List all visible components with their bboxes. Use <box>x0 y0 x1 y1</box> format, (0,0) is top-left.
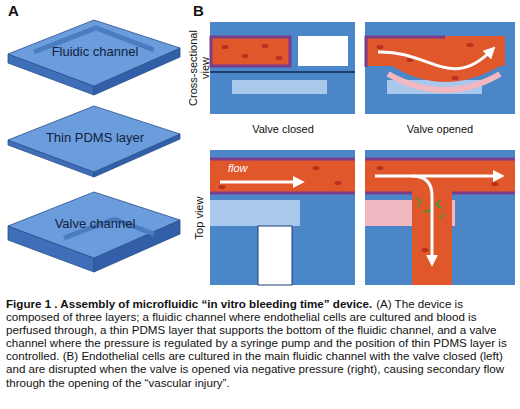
blood-cell <box>407 58 414 62</box>
endothelial-lining <box>365 192 412 195</box>
blood-cell <box>452 76 459 80</box>
fluidic-channel-section <box>211 37 290 66</box>
cell-debris <box>436 200 442 208</box>
flow-arrow <box>375 175 500 178</box>
figure-caption: (A) The device is composed of three laye… <box>6 297 507 389</box>
annotation: Valve opened <box>385 123 495 135</box>
annotation: Valve closed <box>228 123 338 135</box>
layer-slab: Valve channel <box>4 188 186 288</box>
panel-letter: A <box>8 3 19 20</box>
figure-title: Figure 1 . Assembly of microfluidic “in … <box>6 297 372 310</box>
blood-cell <box>219 185 226 189</box>
blood-cell <box>467 43 474 47</box>
endothelial-lining <box>366 37 445 67</box>
secondary-flow-arrow <box>412 176 432 262</box>
blood-cells <box>377 166 499 252</box>
blood-cell <box>335 181 342 185</box>
blood-cell <box>242 54 249 58</box>
layer-name: Fluidic channel <box>4 44 186 59</box>
flow-arrow <box>220 181 300 184</box>
blood-cell <box>377 166 384 170</box>
panel-letter: B <box>193 3 204 20</box>
pdms-block <box>210 22 355 114</box>
thin-membrane <box>210 71 355 73</box>
layer-slab: Thin PDMS layer <box>4 102 186 186</box>
blood-cell <box>313 166 320 170</box>
blood-cell <box>276 56 283 60</box>
fluidic-channel-top <box>365 158 515 194</box>
endothelial-lining <box>210 158 355 161</box>
view-label: Top view <box>193 175 205 261</box>
slab-outline <box>4 188 186 288</box>
blood-cells <box>222 44 283 60</box>
pdms-block <box>365 150 515 285</box>
valve-channel-top <box>210 200 300 226</box>
blood-cell <box>377 45 384 49</box>
flow-arrow <box>378 50 492 69</box>
pdms-block <box>365 22 515 114</box>
layer-name: Valve channel <box>4 216 186 231</box>
blood-cell <box>422 248 429 252</box>
blood-cell <box>222 45 229 49</box>
pdms-block <box>210 150 355 285</box>
cell-debris <box>416 198 421 207</box>
endothelial-lining <box>365 158 515 161</box>
layer-name: Thin PDMS layer <box>4 130 186 145</box>
endothelial-lining <box>452 192 515 195</box>
valve-inlet <box>258 226 292 285</box>
cell-debris <box>440 214 445 218</box>
endothelial-lining <box>210 192 355 195</box>
blood-flow-section <box>365 36 505 82</box>
view-label: Cross-sectional view <box>187 25 211 111</box>
blood-cell <box>262 44 269 48</box>
opening <box>298 36 348 66</box>
fluidic-channel-top <box>210 158 355 194</box>
layer-slab: Fluidic channel <box>4 16 186 100</box>
blood-cell <box>492 182 499 186</box>
annotation: flow <box>228 162 248 174</box>
caption-block: Figure 1 . Assembly of microfluidic “in … <box>6 297 514 389</box>
valve-channel-section <box>232 80 327 94</box>
